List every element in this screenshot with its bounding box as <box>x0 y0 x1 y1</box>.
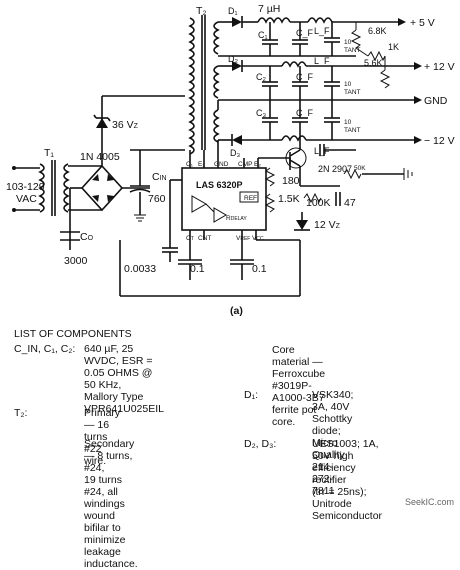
lf3-label: L_F <box>314 146 330 156</box>
l-7uh-label: 7 µH <box>258 3 280 15</box>
svg-text:GND: GND <box>214 161 229 168</box>
svg-text:E₁: E₁ <box>198 161 205 168</box>
svg-text:VAC: VAC <box>16 193 37 205</box>
cin-label: CIN <box>152 171 167 183</box>
rail-minus12v: C₃ C_F 10 TANT D₃ L_F − 12 V <box>218 100 455 158</box>
svg-text:CMP: CMP <box>238 161 252 168</box>
q-label: 2N 2907 <box>318 164 352 174</box>
t1-label: T₁ <box>44 147 54 159</box>
svg-text:VREF: VREF <box>236 235 250 242</box>
d23-description: UES1003; 1A, 50V high efficiency rectifi… <box>312 438 383 522</box>
tant1-label: 10 <box>344 39 352 46</box>
feedback-stage: 2N 2907 180 1.5K 100K 47 50K 12 VZ <box>264 140 413 231</box>
r100k-label: 100K <box>306 197 331 209</box>
d1-label: D₁ <box>228 6 238 16</box>
input-stage: 103-129 VAC T₁ 1N 4005 36 VZ CO 3000 <box>6 95 185 267</box>
bridge-label: 1N 4005 <box>80 151 120 163</box>
c760-label: 760 <box>148 193 166 205</box>
zener36-label: 36 VZ <box>112 119 139 131</box>
d3-label: D₃ <box>230 148 240 158</box>
c0033-label: 0.0033 <box>124 263 156 275</box>
out-plus12v: + 12 V <box>424 61 455 73</box>
lf2-label: L_F <box>314 56 330 66</box>
watermark: SeekIC.com <box>404 497 454 507</box>
cf2-label: C_F <box>296 72 314 82</box>
figure-caption: (a) <box>230 305 243 317</box>
out-plus5v: + 5 V <box>410 17 435 29</box>
svg-text:10: 10 <box>344 119 352 126</box>
component-list-title: LIST OF COMPONENTS <box>14 328 132 340</box>
rail-plus12v: D₂ L_F + 12 V C₂ C_F 10 TANT <box>218 54 455 100</box>
r1k-label: 1K <box>388 42 399 52</box>
svg-text:10: 10 <box>344 81 352 88</box>
c3-label: C₃ <box>256 108 266 118</box>
d1-list-label: D₁: <box>244 389 259 401</box>
lf1-label: L_F <box>314 26 330 36</box>
cin-description: 640 µF, 25 WVDC, ESR = 0.05 OHMS @ 50 KH… <box>84 343 164 415</box>
t2-secondary: Secondary — 8 turns, #24, 19 turns #24, … <box>84 438 138 570</box>
controller-ic: LAS 6320P REF C₁ E₁ GND CMP E₂ RDELAY CT… <box>119 140 301 297</box>
r50k-label: 50K <box>354 165 366 172</box>
rail-plus5v: D₁ 7 µH L_F + 5 V C₁ C_F 10 TANT 6.8K 1 <box>218 3 435 89</box>
cf3-label: C_F <box>296 108 314 118</box>
c2-label: C₂ <box>256 72 266 82</box>
co-label: CO <box>80 231 94 243</box>
core-material: Core material — Ferroxcube #3019P- A1000… <box>272 344 326 428</box>
svg-text:TANT: TANT <box>344 127 361 134</box>
cf1-label: C_F <box>296 28 314 38</box>
r15k-label: 1.5K <box>278 193 300 205</box>
transformer-t2: T₂ <box>188 5 220 155</box>
d2-label: D₂ <box>228 54 238 64</box>
r68k-label: 6.8K <box>368 26 387 36</box>
out-minus12v: − 12 V <box>424 135 455 147</box>
svg-text:TANT: TANT <box>344 89 361 96</box>
t2-list-label: T₂: <box>14 407 28 419</box>
ic-label: LAS 6320P <box>196 180 243 190</box>
t2-label: T₂ <box>196 5 207 17</box>
vac-label: 103-129 <box>6 181 45 193</box>
svg-text:RDELAY: RDELAY <box>226 215 247 222</box>
c01b-label: 0.1 <box>252 263 267 275</box>
r180-label: 180 <box>282 175 300 187</box>
d23-list-label: D₂, D₃: <box>244 438 277 450</box>
c01a-label: 0.1 <box>190 263 205 275</box>
t2-primary: Primary — 16 turns #22 wire. <box>84 407 121 467</box>
d1-description: VSK340; 3A, 40V Schottky diode; Micro Qu… <box>312 389 354 497</box>
c47-label: 47 <box>344 197 356 209</box>
c3000-label: 3000 <box>64 255 88 267</box>
cin-label: C_IN, C₁, C₂: <box>14 343 76 355</box>
r56k-label: 5.6K <box>364 58 383 68</box>
c1-label: C₁ <box>258 30 268 40</box>
svg-text:VCC: VCC <box>252 235 264 242</box>
out-gnd: GND <box>424 95 448 107</box>
svg-text:REF: REF <box>244 195 257 202</box>
zener12-label: 12 VZ <box>314 219 341 231</box>
rail-gnd: GND <box>217 95 448 110</box>
power-supply-schematic: T₂ D₁ 7 µH L_F + 5 V C₁ C_F 10 TANT <box>6 3 455 317</box>
svg-text:TANT: TANT <box>344 47 361 54</box>
